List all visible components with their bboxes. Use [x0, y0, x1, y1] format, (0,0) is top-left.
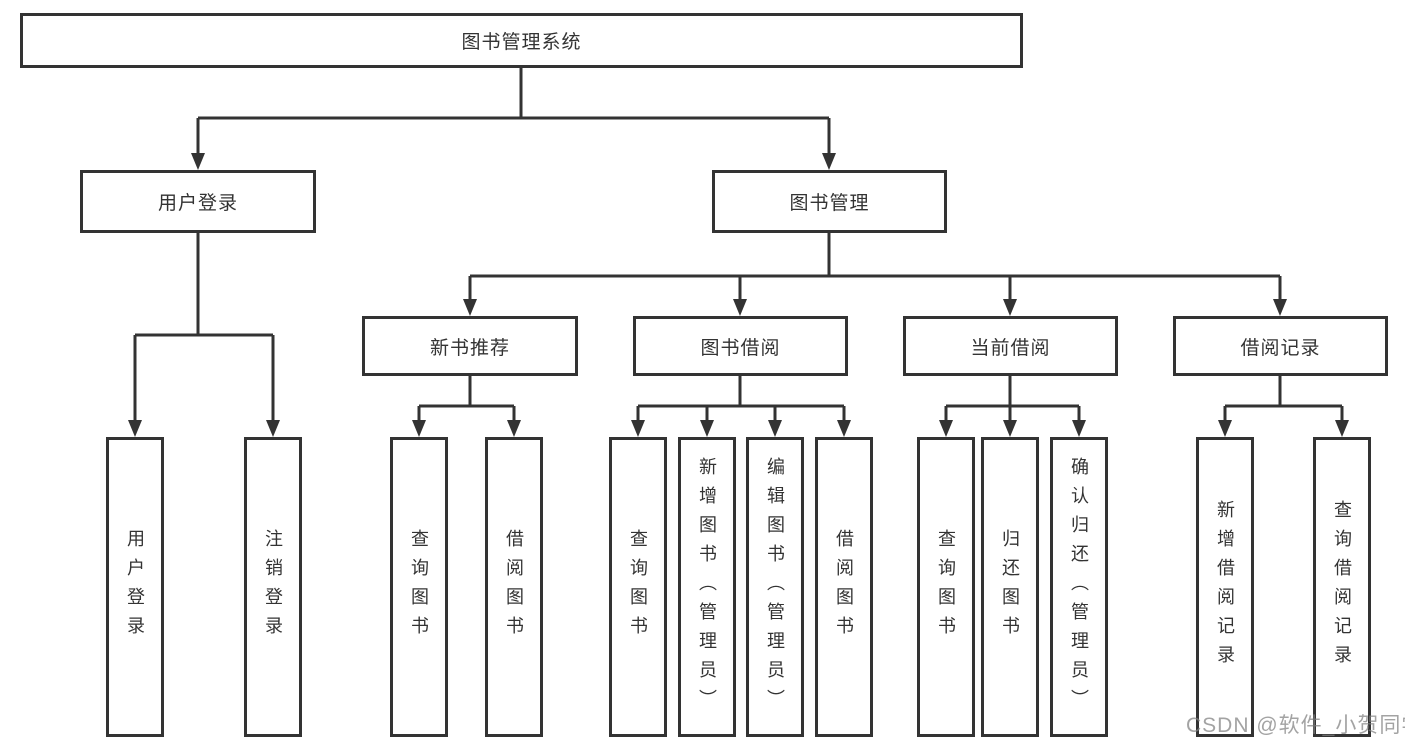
leaf-add-books-admin: 新增图书（管理员） — [678, 437, 736, 737]
leaf-query-books-borrowing: 查询图书 — [609, 437, 667, 737]
leaf-borrow-books-recommend: 借阅图书 — [485, 437, 543, 737]
arrowhead-icon — [631, 420, 645, 437]
leaf-return-books: 归还图书 — [981, 437, 1039, 737]
node-book-borrowing: 图书借阅 — [633, 316, 848, 376]
arrowheads — [128, 153, 1349, 437]
arrowhead-icon — [266, 420, 280, 437]
leaf-add-borrow-record: 新增借阅记录 — [1196, 437, 1254, 737]
node-borrow-records: 借阅记录 — [1173, 316, 1388, 376]
node-new-book-recommend: 新书推荐 — [362, 316, 578, 376]
edge-user-login-branch — [133, 232, 275, 423]
leaf-label: 查询图书 — [409, 529, 429, 645]
arrowhead-icon — [1003, 420, 1017, 437]
arrowhead-icon — [191, 153, 205, 170]
edge-book-mgmt-to-level3 — [468, 232, 1282, 302]
arrowhead-icon — [837, 420, 851, 437]
arrowhead-icon — [1218, 420, 1232, 437]
leaf-label: 查询借阅记录 — [1332, 500, 1352, 674]
leaf-label: 编辑图书（管理员） — [765, 456, 785, 718]
node-root-library-system: 图书管理系统 — [20, 13, 1023, 68]
node-current-borrowing: 当前借阅 — [903, 316, 1118, 376]
leaf-logout: 注销登录 — [244, 437, 302, 737]
arrowhead-icon — [700, 420, 714, 437]
tree-edges — [133, 68, 1344, 423]
leaf-label: 借阅图书 — [504, 529, 524, 645]
arrowhead-icon — [128, 420, 142, 437]
arrowhead-icon — [412, 420, 426, 437]
leaf-label: 用户登录 — [125, 529, 145, 645]
leaf-query-borrow-record: 查询借阅记录 — [1313, 437, 1371, 737]
arrowhead-icon — [1072, 420, 1086, 437]
arrowhead-icon — [463, 299, 477, 316]
node-user-login: 用户登录 — [80, 170, 316, 233]
leaf-borrow-books: 借阅图书 — [815, 437, 873, 737]
leaf-query-books-current: 查询图书 — [917, 437, 975, 737]
leaf-edit-books-admin: 编辑图书（管理员） — [746, 437, 804, 737]
leaf-confirm-return-admin: 确认归还（管理员） — [1050, 437, 1108, 737]
arrowhead-icon — [1003, 299, 1017, 316]
leaf-label: 确认归还（管理员） — [1069, 456, 1089, 718]
leaf-label: 注销登录 — [263, 529, 283, 645]
leaf-label: 查询图书 — [628, 529, 648, 645]
leaf-label: 归还图书 — [1000, 529, 1020, 645]
arrowhead-icon — [822, 153, 836, 170]
leaf-label: 新增图书（管理员） — [697, 456, 717, 718]
arrowhead-icon — [1273, 299, 1287, 316]
leaf-label: 查询图书 — [936, 529, 956, 645]
arrowhead-icon — [1335, 420, 1349, 437]
leaf-user-login: 用户登录 — [106, 437, 164, 737]
arrowhead-icon — [733, 299, 747, 316]
edge-root-to-level2 — [196, 68, 831, 156]
leaf-label: 借阅图书 — [834, 529, 854, 645]
csdn-watermark: CSDN @软件_小贺同学 — [1186, 714, 1405, 737]
arrowhead-icon — [939, 420, 953, 437]
edge-level3-to-leaves — [417, 376, 1344, 423]
node-book-management: 图书管理 — [712, 170, 947, 233]
arrowhead-icon — [507, 420, 521, 437]
arrowhead-icon — [768, 420, 782, 437]
leaf-query-books-recommend: 查询图书 — [390, 437, 448, 737]
leaf-label: 新增借阅记录 — [1215, 500, 1235, 674]
